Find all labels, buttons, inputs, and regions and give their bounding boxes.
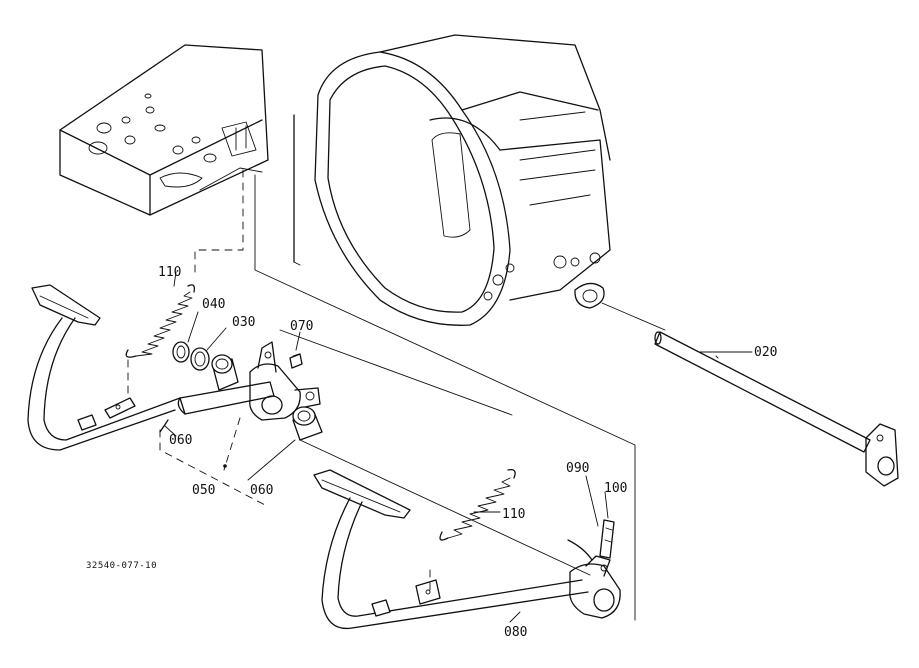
callout-100: 100 — [604, 481, 627, 496]
callout-050: 050 — [192, 483, 215, 498]
leader-lines — [127, 169, 666, 621]
part-060-bushing-upper — [211, 354, 239, 391]
left-pedal-assembly — [27, 284, 321, 451]
callout-030: 030 — [232, 315, 255, 330]
figure-code: 32540-077-10 — [86, 561, 157, 571]
callout-060-left: 060 — [169, 433, 192, 448]
callout-070: 070 — [290, 319, 313, 334]
part-030-washer — [190, 347, 210, 371]
part-090-pin — [567, 539, 593, 561]
part-110-spring-upper — [125, 284, 196, 358]
callout-040: 040 — [202, 297, 225, 312]
part-070-grease-nipple — [289, 353, 303, 369]
part-100-spring-pin — [599, 519, 615, 559]
part-080-pedal — [313, 469, 621, 630]
part-060-bushing-lower — [292, 406, 323, 441]
part-110-spring-lower — [439, 469, 516, 541]
transmission-housing — [293, 34, 611, 326]
part-020-shaft — [654, 331, 899, 487]
callout-110-upper: 110 — [158, 265, 181, 280]
callout-leaders — [164, 271, 753, 623]
callout-060-right: 060 — [250, 483, 273, 498]
callout-110-lower: 110 — [502, 507, 525, 522]
callout-020: 020 — [754, 345, 777, 360]
part-040-snap-ring — [172, 341, 190, 363]
callout-080: 080 — [504, 625, 527, 640]
part-050-marker — [223, 464, 227, 468]
floor-plate — [59, 44, 269, 216]
callout-090: 090 — [566, 461, 589, 476]
